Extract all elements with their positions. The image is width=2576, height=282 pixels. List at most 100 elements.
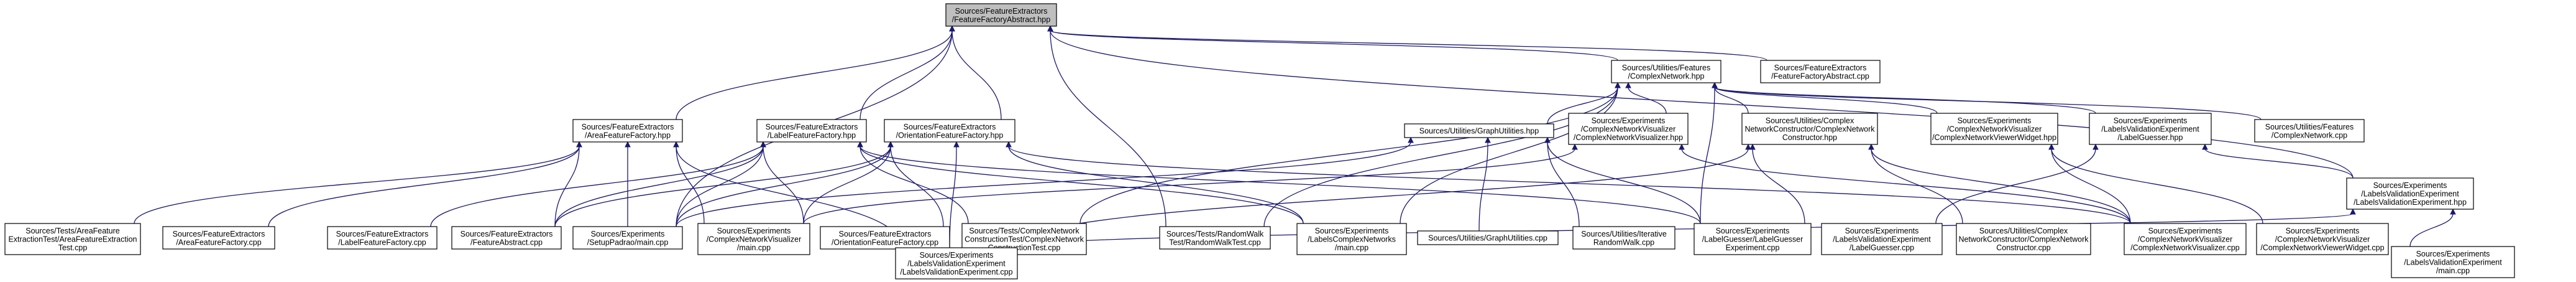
file-node[interactable]: Sources/Experiments/LabelsValidationExpe… <box>1821 223 1943 255</box>
node-label-line: /LabelFeatureFactory.hpp <box>768 131 856 139</box>
node-label-line: Sources/Experiments <box>920 251 994 260</box>
file-node[interactable]: Sources/FeatureExtractors/OrientationFea… <box>820 226 950 250</box>
edge-arrowhead <box>1712 82 1718 88</box>
file-node[interactable]: Sources/FeatureExtractors/AreaFeatureFac… <box>572 119 683 143</box>
edge-line <box>1050 30 1767 61</box>
edge-arrowhead <box>1006 141 1012 148</box>
file-node[interactable]: Sources/FeatureExtractors/FeatureAbstrac… <box>451 226 562 250</box>
file-node[interactable]: Sources/Experiments/LabelsComplexNetwork… <box>1296 223 1407 255</box>
dependency-edge <box>1712 82 1938 114</box>
file-node[interactable]: Sources/Utilities/IterativeRandomWalk.cp… <box>1572 226 1675 250</box>
file-node[interactable]: Sources/Utilities/ComplexNetworkConstruc… <box>1956 223 2091 255</box>
node-label-line: /main.cpp <box>737 243 771 252</box>
dependency-edge <box>803 141 894 224</box>
node-box <box>2124 223 2247 255</box>
file-node[interactable]: Sources/Experiments/LabelsValidationExpe… <box>2346 177 2474 210</box>
node-label-line: Sources/FeatureExtractors <box>904 123 996 131</box>
edge-line <box>1714 87 1938 114</box>
node-label-line: Sources/Experiments <box>1716 227 1790 235</box>
file-node[interactable]: Sources/Experiments/LabelsValidationExpe… <box>2089 113 2212 145</box>
file-node[interactable]: Sources/Tests/AreaFeatureExtractionTest/… <box>4 223 141 255</box>
dependency-edge <box>857 141 1701 224</box>
node-label-line: Sources/FeatureExtractors <box>955 7 1048 16</box>
file-node[interactable]: Sources/Experiments/ComplexNetworkVisual… <box>2124 223 2247 255</box>
dependency-edge <box>949 141 960 248</box>
node-label-line: /FeatureFactoryAbstract.cpp <box>1771 72 1869 80</box>
edge-line <box>949 146 957 248</box>
edge-line <box>554 146 764 227</box>
node-label-line: Sources/Experiments <box>1315 227 1389 235</box>
node-label-line: Sources/Experiments <box>2148 227 2222 235</box>
node-label-line: Sources/Utilities/Features <box>2265 123 2354 131</box>
edge-arrowhead <box>1625 82 1631 88</box>
file-node[interactable]: Sources/Tests/ComplexNetworkConstruction… <box>961 223 1087 255</box>
file-node[interactable]: Sources/Utilities/ComplexNetworkConstruc… <box>1741 113 1878 145</box>
node-box <box>884 119 1015 143</box>
nodes-layer: Sources/FeatureExtractors/FeatureFactory… <box>4 3 2515 280</box>
edge-arrowhead <box>2092 143 2099 150</box>
node-box <box>756 119 867 143</box>
node-box <box>1611 60 1721 83</box>
edge-line <box>1263 87 1618 227</box>
file-node[interactable]: Sources/FeatureExtractors/OrientationFea… <box>884 119 1015 143</box>
node-label-line: Sources/Utilities/GraphUtilities.hpp <box>1419 127 1539 136</box>
node-label-line: /main.cpp <box>2436 266 2470 275</box>
root-file-node[interactable]: Sources/FeatureExtractors/FeatureFactory… <box>945 3 1057 27</box>
edge-arrowhead <box>2350 208 2356 215</box>
edge-line <box>763 146 804 224</box>
file-node[interactable]: Sources/Experiments/LabelsValidationExpe… <box>895 247 1018 280</box>
dependency-edge <box>2409 208 2456 247</box>
node-label-line: /LabelsValidationExperiment <box>1833 235 1931 244</box>
node-box <box>2089 113 2212 145</box>
node-label-line: /FeatureAbstract.cpp <box>470 238 543 247</box>
edge-arrowhead <box>760 141 766 148</box>
node-box <box>1572 226 1675 250</box>
node-label-line: /ComplexNetworkVisualizer.cpp <box>2130 243 2240 252</box>
file-node[interactable]: Sources/Experiments/ComplexNetworkVisual… <box>697 223 810 255</box>
edge-line <box>1547 87 1618 125</box>
edge-line <box>1752 148 1805 224</box>
node-box <box>895 247 1018 280</box>
node-label-line: /LabelsValidationExperiment <box>907 260 1006 268</box>
dependency-edge <box>1868 143 2131 224</box>
file-node[interactable]: Sources/Experiments/ComplexNetworkVisual… <box>2256 223 2389 255</box>
node-label-line: NetworkConstructor/ComplexNetwork <box>1958 235 2089 244</box>
dependency-edge <box>1400 82 1621 224</box>
file-node[interactable]: Sources/Utilities/GraphUtilities.cpp <box>1417 230 1559 245</box>
dependency-edge <box>1047 25 1618 61</box>
file-node[interactable]: Sources/Experiments/LabelsValidationExpe… <box>2391 246 2515 278</box>
dependency-edge <box>1079 82 1621 224</box>
dependency-edge <box>676 25 955 120</box>
dependency-edge <box>1712 82 2096 114</box>
node-label-line: NetworkConstructor/ComplexNetwork <box>1744 125 1875 134</box>
node-label-line: Experiment.cpp <box>1726 243 1780 252</box>
file-node[interactable]: Sources/Utilities/GraphUtilities.hpp <box>1404 123 1554 138</box>
node-label-line: /OrientationFeatureFactory.hpp <box>896 131 1004 139</box>
node-label-line: Sources/Utilities/Complex <box>1766 116 1854 125</box>
file-node[interactable]: Sources/Utilities/Features/ComplexNetwor… <box>2254 119 2365 143</box>
edge-line <box>676 146 891 227</box>
node-label-line: /LabelGuesser.cpp <box>1849 243 1914 252</box>
node-label-line: Sources/FeatureExtractors <box>336 230 429 238</box>
node-box <box>4 223 141 255</box>
edge-line <box>1008 146 1304 224</box>
dependency-edge <box>676 136 1414 227</box>
file-node[interactable]: Sources/FeatureExtractors/LabelFeatureFa… <box>756 119 867 143</box>
file-node[interactable]: Sources/FeatureExtractors/FeatureFactory… <box>1760 60 1881 83</box>
file-node[interactable]: Sources/Experiments/ComplexNetworkVisual… <box>1568 113 1689 145</box>
node-label-line: Sources/Utilities/Complex <box>1979 227 2068 235</box>
file-node[interactable]: Sources/Tests/RandomWalkTest/RandomWalkT… <box>1159 226 1271 250</box>
file-node[interactable]: Sources/Utilities/Features/ComplexNetwor… <box>1611 60 1721 83</box>
edge-line <box>859 146 1701 224</box>
file-node[interactable]: Sources/Experiments/SetupPadrao/main.cpp <box>572 226 683 250</box>
file-node[interactable]: Sources/Experiments/LabelGuesser/LabelGu… <box>1694 223 1812 255</box>
edge-arrowhead <box>1745 143 1751 150</box>
node-box <box>1159 226 1271 250</box>
dependency-edge <box>1263 82 1621 227</box>
file-node[interactable]: Sources/FeatureExtractors/LabelFeatureFa… <box>327 226 438 250</box>
file-node[interactable]: Sources/Experiments/ComplexNetworkVisual… <box>1930 113 2058 145</box>
dependency-edge <box>554 141 894 227</box>
file-node[interactable]: Sources/FeatureExtractors/AreaFeatureFac… <box>162 226 275 250</box>
node-box <box>572 119 683 143</box>
